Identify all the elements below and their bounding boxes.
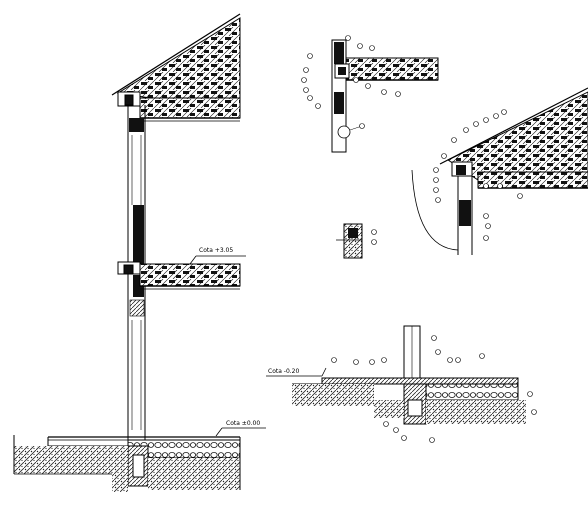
eave-detail-callouts (301, 35, 401, 129)
level-label-detail: Cota -0.20 (268, 368, 300, 375)
level-label-upper: Cota +3.05 (199, 247, 233, 254)
roof-detail-callouts (433, 109, 523, 241)
level-label-ground: Cota ±0.00 (226, 420, 260, 427)
roof-eave-detail-right (411, 87, 588, 255)
small-joint-detail (336, 223, 377, 259)
main-wall-section (13, 13, 266, 492)
foundation-detail-callouts (331, 335, 537, 443)
foundation-detail (266, 325, 526, 425)
eave-detail-top (331, 39, 439, 153)
